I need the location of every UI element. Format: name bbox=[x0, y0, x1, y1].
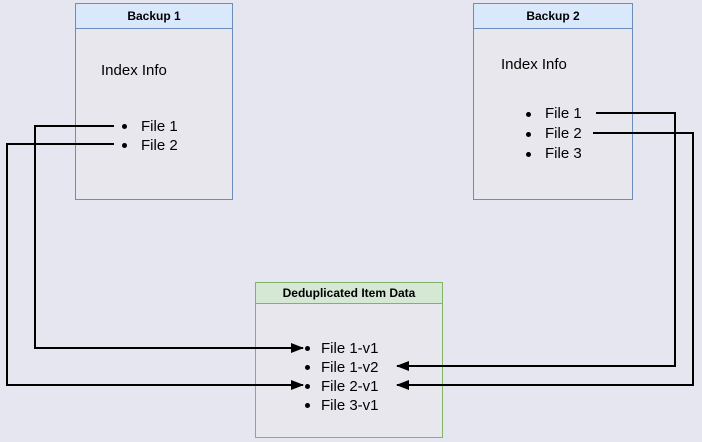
backup1-index-info-label: Index Info bbox=[101, 62, 167, 79]
list-item: File 1-v1 bbox=[256, 339, 442, 358]
list-item: File 1 bbox=[76, 117, 232, 136]
list-item: File 2 bbox=[76, 136, 232, 155]
dedup-title: Deduplicated Item Data bbox=[256, 283, 442, 304]
backup2-title: Backup 2 bbox=[474, 4, 632, 29]
backup2-index-info-label: Index Info bbox=[501, 56, 567, 73]
list-item: File 1 bbox=[474, 104, 632, 124]
list-item: File 2 bbox=[474, 124, 632, 144]
list-item: File 2-v1 bbox=[256, 377, 442, 396]
list-item: File 3-v1 bbox=[256, 396, 442, 415]
backup1-title: Backup 1 bbox=[76, 4, 232, 29]
list-item: File 1-v2 bbox=[256, 358, 442, 377]
list-item: File 3 bbox=[474, 144, 632, 164]
